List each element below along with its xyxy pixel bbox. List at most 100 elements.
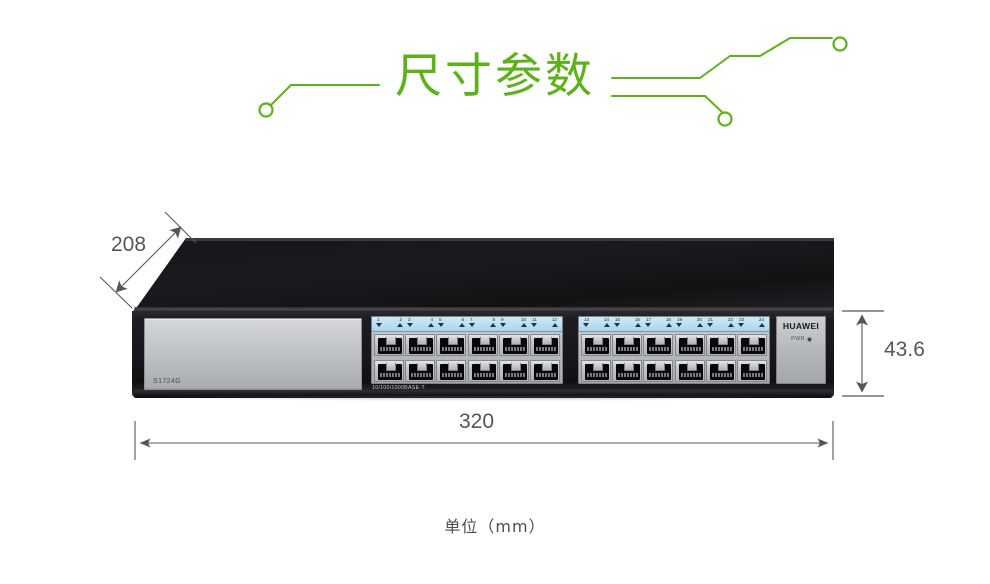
port-number: 22: [727, 317, 733, 322]
rj45-port[interactable]: [581, 360, 611, 382]
port-led-down-icon: [583, 323, 589, 327]
port-number: 24: [758, 317, 764, 322]
port-led-down-icon: [614, 323, 620, 327]
port-standard-label: 10/100/1000BASE-T: [372, 385, 425, 391]
rj45-port[interactable]: [405, 360, 436, 382]
rj45-port[interactable]: [705, 360, 736, 382]
port-led-up-icon: [635, 323, 641, 327]
port-led-down-icon: [438, 323, 444, 327]
rj45-pins: [473, 347, 494, 351]
rj45-pins: [680, 347, 701, 351]
switch-blank-panel: S1724G: [144, 318, 362, 390]
port-led-up-icon: [459, 323, 465, 327]
rj45-port[interactable]: [736, 360, 767, 382]
rj45-port[interactable]: [374, 360, 404, 382]
port-led-up-icon: [728, 323, 734, 327]
port-column: [643, 334, 674, 382]
rj45-port[interactable]: [643, 360, 674, 382]
port-number: 5: [439, 317, 442, 322]
circuit-node-right-upper-icon: [832, 36, 848, 52]
switch-top-highlight: [186, 238, 834, 241]
dimension-depth-208: [99, 211, 197, 309]
rj45-port[interactable]: [612, 360, 643, 382]
decor-left-group: [258, 84, 380, 118]
vendor-logo: HUAWEI: [782, 321, 820, 331]
rj45-port[interactable]: [467, 360, 498, 382]
switch-shadow: [136, 396, 832, 401]
decor-right-upper-line: [611, 37, 833, 79]
rj45-port[interactable]: [643, 334, 674, 356]
power-indicator-row: PWR: [777, 336, 825, 342]
page-title: 尺寸参数: [395, 49, 595, 104]
port-jacks-1: [374, 334, 560, 382]
circuit-node-left-icon: [258, 102, 274, 118]
port-led-down-icon: [738, 323, 744, 327]
rj45-port[interactable]: [498, 334, 529, 356]
rj45-port[interactable]: [467, 334, 498, 356]
port-number: 13: [584, 317, 590, 322]
rj45-port[interactable]: [529, 334, 560, 356]
rj45-port[interactable]: [581, 334, 611, 356]
rj45-port[interactable]: [405, 334, 436, 356]
switch-top-seam: [133, 307, 833, 312]
port-led-up-icon: [697, 323, 703, 327]
rj45-port[interactable]: [705, 334, 736, 356]
rj45-port[interactable]: [674, 334, 705, 356]
rj45-port[interactable]: [529, 360, 560, 382]
rj45-port[interactable]: [612, 334, 643, 356]
port-column: [736, 334, 767, 382]
decor-right-lower-group: [611, 95, 733, 127]
port-led-up-icon: [428, 323, 434, 327]
port-led-up-icon: [490, 323, 496, 327]
rj45-pins: [618, 373, 639, 377]
rj45-port[interactable]: [498, 360, 529, 382]
port-number: 12: [551, 317, 557, 322]
port-column: [498, 334, 529, 382]
port-led-down-icon: [469, 323, 475, 327]
port-jacks-2: [581, 334, 767, 382]
port-column: [612, 334, 643, 382]
dimension-width-320: [134, 421, 834, 460]
port-column: [529, 334, 560, 382]
port-number: 6: [461, 317, 464, 322]
port-led-up-icon: [604, 323, 610, 327]
rj45-pins: [587, 347, 607, 351]
port-number: 20: [696, 317, 702, 322]
port-led-down-icon: [376, 323, 382, 327]
rj45-pins: [587, 373, 607, 377]
rj45-pins: [618, 347, 639, 351]
port-led-down-icon: [707, 323, 713, 327]
rj45-port[interactable]: [674, 360, 705, 382]
port-led-up-icon: [759, 323, 765, 327]
port-number: 23: [739, 317, 745, 322]
rj45-port[interactable]: [436, 360, 467, 382]
dimension-height-436: [842, 310, 884, 397]
rj45-port[interactable]: [374, 334, 404, 356]
rj45-pins: [504, 347, 525, 351]
port-number: 18: [665, 317, 671, 322]
port-number: 7: [470, 317, 473, 322]
rj45-pins: [442, 347, 463, 351]
rj45-pins: [742, 347, 763, 351]
unit-note: 单位（mm）: [444, 517, 546, 536]
rj45-port[interactable]: [736, 334, 767, 356]
rj45-port[interactable]: [436, 334, 467, 356]
power-led-icon: [807, 337, 811, 341]
rj45-pins: [649, 347, 670, 351]
port-led-down-icon: [500, 323, 506, 327]
rj45-pins: [535, 373, 556, 377]
port-column: [467, 334, 498, 382]
port-led-down-icon: [531, 323, 537, 327]
port-column: [374, 334, 404, 382]
power-led-label: PWR: [791, 336, 805, 342]
port-column: [674, 334, 705, 382]
rj45-pins: [473, 373, 494, 377]
